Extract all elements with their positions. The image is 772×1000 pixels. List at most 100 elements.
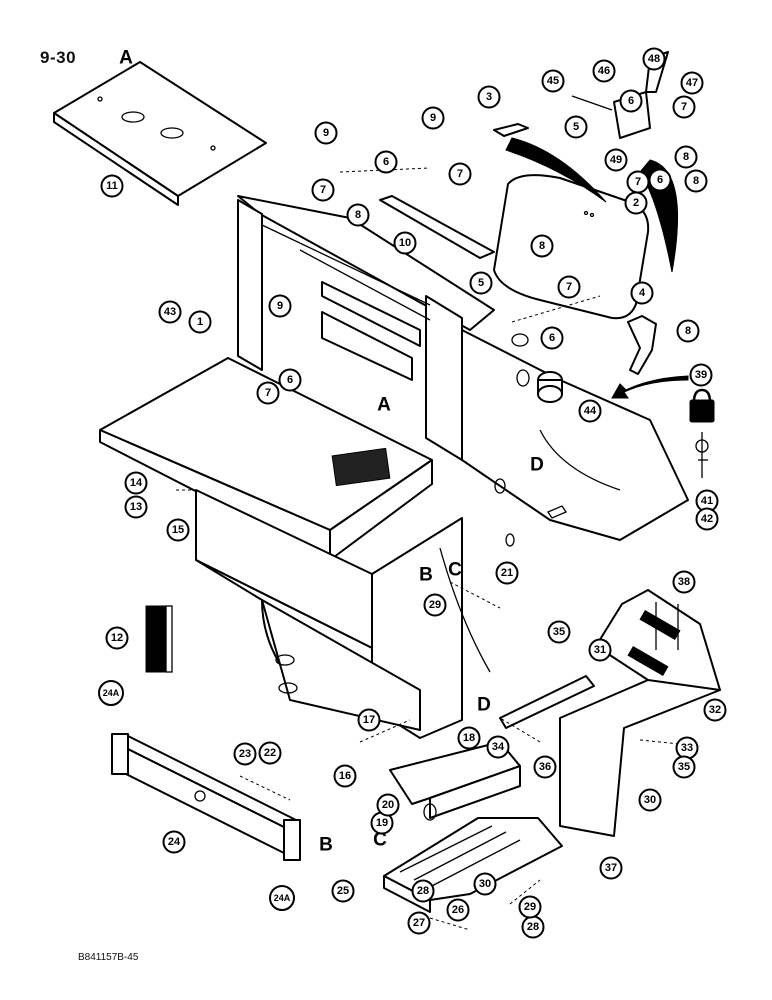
- callout-circle: [269, 885, 295, 911]
- bushing: [537, 371, 563, 403]
- callout-9: 9: [421, 106, 445, 130]
- callout-label: 22: [264, 747, 276, 759]
- callout-7: 7: [557, 275, 581, 299]
- callout-8: 8: [674, 145, 698, 169]
- page-number: 9-30: [40, 48, 77, 67]
- callout-label: 20: [382, 799, 394, 811]
- callout-7: 7: [256, 381, 280, 405]
- callout-42: 42: [695, 507, 719, 531]
- callout-28: 28: [521, 915, 545, 939]
- callout-49: 49: [604, 148, 628, 172]
- callout-24: 24: [162, 830, 186, 854]
- callout-6: 6: [648, 168, 672, 192]
- callout-label: 49: [610, 154, 622, 166]
- callout-28: 28: [411, 879, 435, 903]
- callout-label: 2: [633, 197, 639, 209]
- callout-label: 32: [709, 704, 721, 716]
- callout-label: 5: [573, 121, 579, 133]
- callout-22: 22: [258, 741, 282, 765]
- callout-label: 8: [685, 325, 691, 337]
- callout-label: 45: [547, 75, 559, 87]
- rear-window: [493, 174, 650, 320]
- reference-letter: D: [530, 455, 544, 476]
- callout-13: 13: [124, 495, 148, 519]
- callout-circle: [166, 518, 190, 542]
- callout-label: 35: [678, 761, 690, 773]
- callout-label: 35: [553, 626, 565, 638]
- callout-26: 26: [446, 898, 470, 922]
- callout-label: 7: [566, 281, 572, 293]
- callout-label: 29: [429, 599, 441, 611]
- padlock: [689, 388, 715, 423]
- callout-label: 7: [681, 101, 687, 113]
- callout-11: 11: [100, 174, 124, 198]
- callout-circle: [680, 71, 704, 95]
- callout-label: 28: [417, 885, 429, 897]
- callout-circle: [630, 281, 654, 305]
- step-bracket: [499, 675, 595, 729]
- callout-circle: [547, 620, 571, 644]
- callout-17: 17: [357, 708, 381, 732]
- callout-8: 8: [530, 234, 554, 258]
- padlock-key: [695, 432, 709, 478]
- callout-15: 15: [166, 518, 190, 542]
- callout-23: 23: [233, 742, 257, 766]
- callout-21: 21: [495, 561, 519, 585]
- callout-12: 12: [105, 626, 129, 650]
- callout-label: 48: [648, 53, 660, 65]
- callout-label: 42: [701, 513, 713, 525]
- callout-20: 20: [376, 793, 400, 817]
- callout-circle: [393, 231, 417, 255]
- callout-circle: [676, 319, 700, 343]
- callout-circle: [592, 59, 616, 83]
- reference-letters: A A B B C C D D: [119, 48, 544, 856]
- callout-circle: [530, 234, 554, 258]
- callout-6: 6: [619, 89, 643, 113]
- callout-label: 18: [463, 732, 475, 744]
- callout-label: 33: [681, 742, 693, 754]
- callout-label: 41: [701, 495, 713, 507]
- callout-circle: [638, 788, 662, 812]
- callout-32: 32: [703, 698, 727, 722]
- reference-letter: C: [373, 830, 387, 851]
- callout-label: 8: [683, 151, 689, 163]
- reference-letter: A: [377, 395, 391, 416]
- direction-arrow: [611, 375, 689, 399]
- callout-label: 14: [130, 477, 143, 489]
- callout-35: 35: [672, 755, 696, 779]
- reference-letter: B: [419, 565, 433, 586]
- callout-25: 25: [331, 879, 355, 903]
- callout-circle: [158, 300, 182, 324]
- callout-circle: [477, 85, 501, 109]
- callout-7: 7: [311, 178, 335, 202]
- callout-label: 38: [678, 576, 690, 588]
- callout-label: 3: [486, 91, 492, 103]
- callout-14: 14: [124, 471, 148, 495]
- callout-circle: [626, 170, 650, 194]
- callout-circle: [533, 755, 557, 779]
- callout-circle: [695, 507, 719, 531]
- callout-circle: [124, 471, 148, 495]
- callout-27: 27: [407, 911, 431, 935]
- callout-34: 34: [486, 735, 510, 759]
- callout-label: 27: [413, 917, 425, 929]
- callout-30: 30: [473, 872, 497, 896]
- callout-label: 37: [605, 862, 617, 874]
- reference-letter: C: [448, 560, 462, 581]
- callout-circle: [486, 735, 510, 759]
- callout-16: 16: [333, 764, 357, 788]
- callout-24A: 24A: [269, 885, 295, 911]
- callout-label: 6: [287, 374, 293, 386]
- callout-label: 6: [657, 174, 663, 186]
- callout-label: 31: [594, 644, 606, 656]
- callout-label: 44: [584, 405, 597, 417]
- callout-label: 12: [111, 632, 123, 644]
- callout-label: 30: [479, 878, 491, 890]
- callout-circle: [448, 162, 472, 186]
- callout-circle: [268, 294, 292, 318]
- floor-plate: [53, 61, 267, 206]
- reference-letter: D: [477, 695, 491, 716]
- callout-label: 9: [430, 112, 436, 124]
- callout-circle: [446, 898, 470, 922]
- callout-2: 2: [624, 191, 648, 215]
